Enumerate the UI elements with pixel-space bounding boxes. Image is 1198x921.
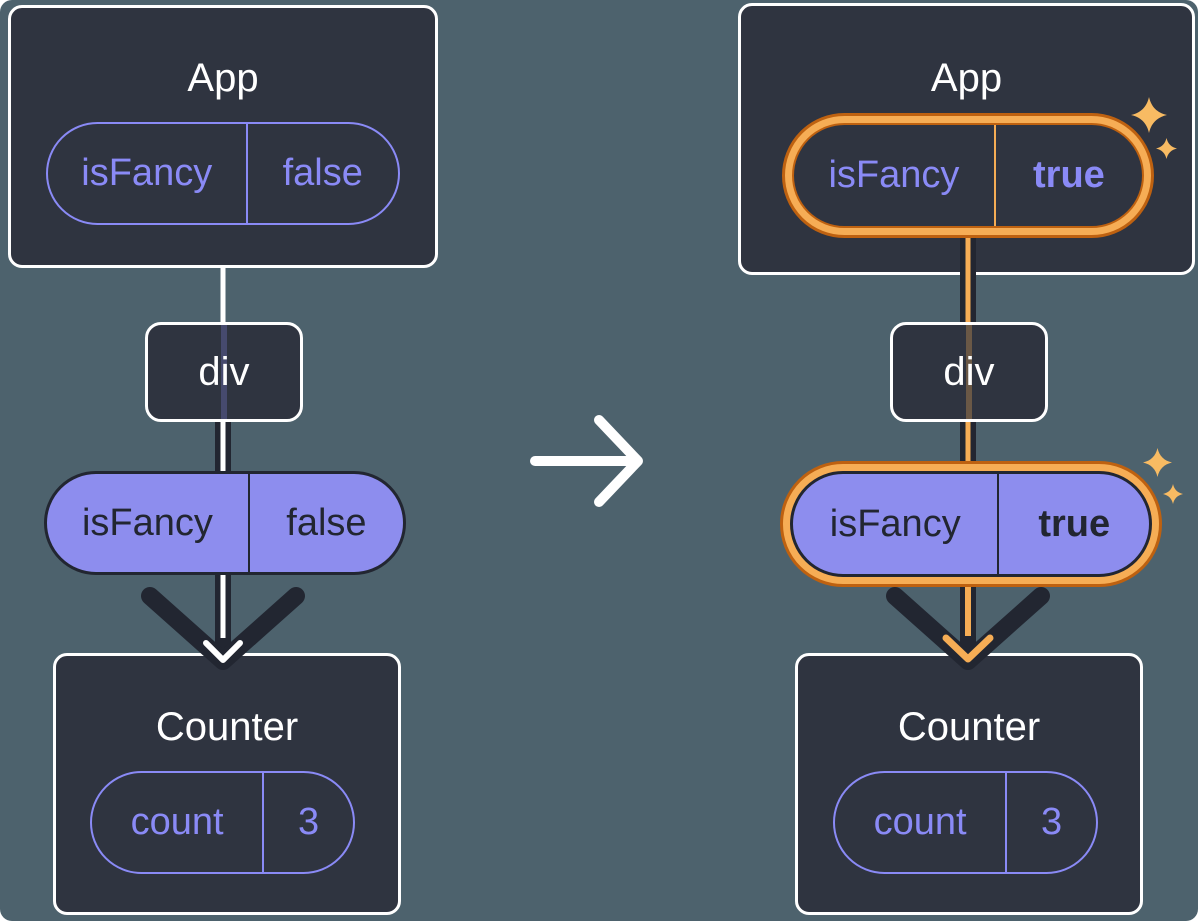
passed-prop-pill-after-highlighted: isFancy true — [780, 461, 1162, 587]
sparkle-icon — [1163, 484, 1183, 504]
prop-name-label: isFancy — [793, 474, 1000, 574]
prop-passthrough-stripe — [221, 325, 227, 419]
sparkle-icon — [1156, 138, 1177, 159]
counter-title-before: Counter — [155, 705, 299, 749]
div-card-after: div — [890, 322, 1048, 422]
prop-name-label: isFancy — [794, 125, 996, 226]
prop-value-label: true — [1038, 502, 1111, 545]
div-label-before: div — [198, 349, 250, 394]
state-value-label: 3 — [1041, 801, 1063, 843]
sparkle-icon — [1143, 448, 1172, 477]
transition-arrow-icon — [530, 415, 643, 507]
sparkle-icon — [1131, 97, 1167, 133]
prop-name-label: isFancy — [48, 124, 248, 223]
state-name-label: count — [835, 773, 1008, 872]
down-arrow-icon-after — [886, 587, 1050, 670]
div-card-before: div — [145, 322, 303, 422]
prop-passthrough-stripe — [966, 325, 972, 419]
app-prop-pill-after-highlighted: isFancy true — [782, 113, 1154, 238]
state-value-label: 3 — [298, 801, 320, 843]
prop-name-label: isFancy — [47, 474, 250, 572]
state-name-label: count — [92, 773, 265, 872]
prop-value-label: false — [286, 501, 367, 544]
counter-title-after: Counter — [897, 705, 1041, 749]
counter-state-pill-after: count 3 — [833, 771, 1098, 874]
passed-prop-pill-before: isFancy false — [44, 471, 406, 575]
app-title-after: App — [930, 56, 1003, 100]
prop-value-label: true — [1033, 154, 1105, 196]
prop-value-label: false — [282, 152, 363, 194]
app-title-before: App — [187, 56, 259, 100]
counter-state-pill-before: count 3 — [90, 771, 355, 874]
div-label-after: div — [943, 349, 995, 394]
down-arrow-icon-before — [141, 587, 305, 670]
app-prop-pill-before: isFancy false — [46, 122, 400, 225]
